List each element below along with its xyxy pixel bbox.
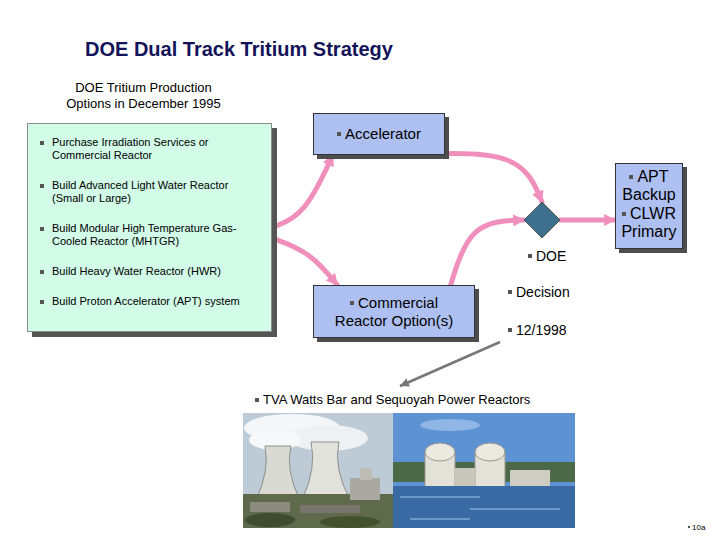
photo-shape [256,446,300,500]
photo-caption: TVA Watts Bar and Sequoyah Power Reactor… [255,392,530,407]
photo-shape [350,478,380,500]
photo-shape [320,516,380,528]
decision-line: 12/1998 [508,322,567,338]
bullet-mark [40,270,44,274]
box-line: Commercial Reactor Option(s) [328,294,460,330]
box-heading: DOE Tritium Production Options in Decemb… [66,80,221,111]
bullet-item: Build Advanced Light Water Reactor (Smal… [38,179,243,205]
photo-shape [302,442,350,500]
box-text: Accelerator [345,125,421,142]
bullet-mark [688,526,690,528]
box-line: Accelerator [337,125,421,143]
photo-shape [243,413,393,528]
bullet-mark [528,254,532,258]
bullet-mark [508,328,512,332]
decision-text: DOE [536,248,566,264]
stack-line: APT Backup [619,168,679,205]
photo-shape [400,496,480,498]
photo-shape [470,508,560,510]
box-text: APT Backup [622,168,675,203]
bullet-item: Purchase Irradiation Services or Commerc… [38,136,243,162]
photo-shape [300,505,360,513]
process-box: Accelerator [313,113,445,155]
bullet-mark [40,227,44,231]
flow-connector [451,220,524,285]
decision-diamond: DOEDecision12/1998 [524,202,560,238]
decision-line: DOE [528,248,566,264]
photo-shape [393,486,575,528]
photo-shape [245,513,295,527]
photo-shape [425,443,455,461]
diamond-shape [524,202,560,238]
photo-shape [420,419,480,431]
decision-text: Decision [516,284,570,300]
bullet-item: DOE Tritium Production Options in Decemb… [56,80,231,111]
flow-connector [272,155,333,228]
bullet-mark [40,184,44,188]
bullet-mark [350,301,354,305]
flow-connector [412,153,542,202]
leader-arrow [400,342,500,386]
bullet-mark [255,398,259,402]
decision-line: Decision [508,284,570,300]
photo-shape [393,413,575,528]
flow-connector [560,218,615,223]
bullet-item: Build Proton Accelerator (APT) system [38,295,243,308]
option-text: Build Proton Accelerator (APT) system [52,295,240,307]
bullet-item: Build Heavy Water Reactor (HWR) [38,265,243,278]
process-box: APT BackupCLWR Primary [615,163,683,249]
bullet-mark [622,212,626,216]
page-number: 10a [688,523,705,532]
flow-connector [272,238,337,285]
option-text: Build Heavy Water Reactor (HWR) [52,265,221,277]
photo-shape [510,470,550,488]
option-text: Build Advanced Light Water Reactor (Smal… [52,179,228,204]
bullet-mark [40,141,44,145]
bullet-item: Build Modular High Temperature Gas-Coole… [38,222,243,248]
process-box: Commercial Reactor Option(s) [313,285,475,338]
bullet-mark [40,300,44,304]
bullet-mark [508,290,512,294]
plant-photo-right [393,413,575,528]
stack-line: CLWR Primary [619,205,679,242]
diagram-title: DOE Dual Track Tritium Strategy [85,38,393,61]
box-text: CLWR Primary [621,205,676,240]
caption-text: TVA Watts Bar and Sequoyah Power Reactor… [263,392,530,407]
photo-shape [455,468,475,488]
options-box: DOE Tritium Production Options in Decemb… [27,123,272,332]
bullet-mark [629,175,633,179]
photo-shape [360,468,372,480]
decision-text: 12/1998 [516,322,567,338]
box-text: Commercial Reactor Option(s) [335,294,453,329]
photo-shape [475,443,505,461]
photo-shape [410,518,470,520]
option-text: Purchase Irradiation Services or Commerc… [52,136,209,161]
photo-shape [250,502,290,512]
plant-photo-left [243,413,393,528]
page-number-text: 10a [692,523,705,532]
diamond-outline [524,202,560,238]
option-text: Build Modular High Temperature Gas-Coole… [52,222,236,247]
bullet-mark [337,132,341,136]
